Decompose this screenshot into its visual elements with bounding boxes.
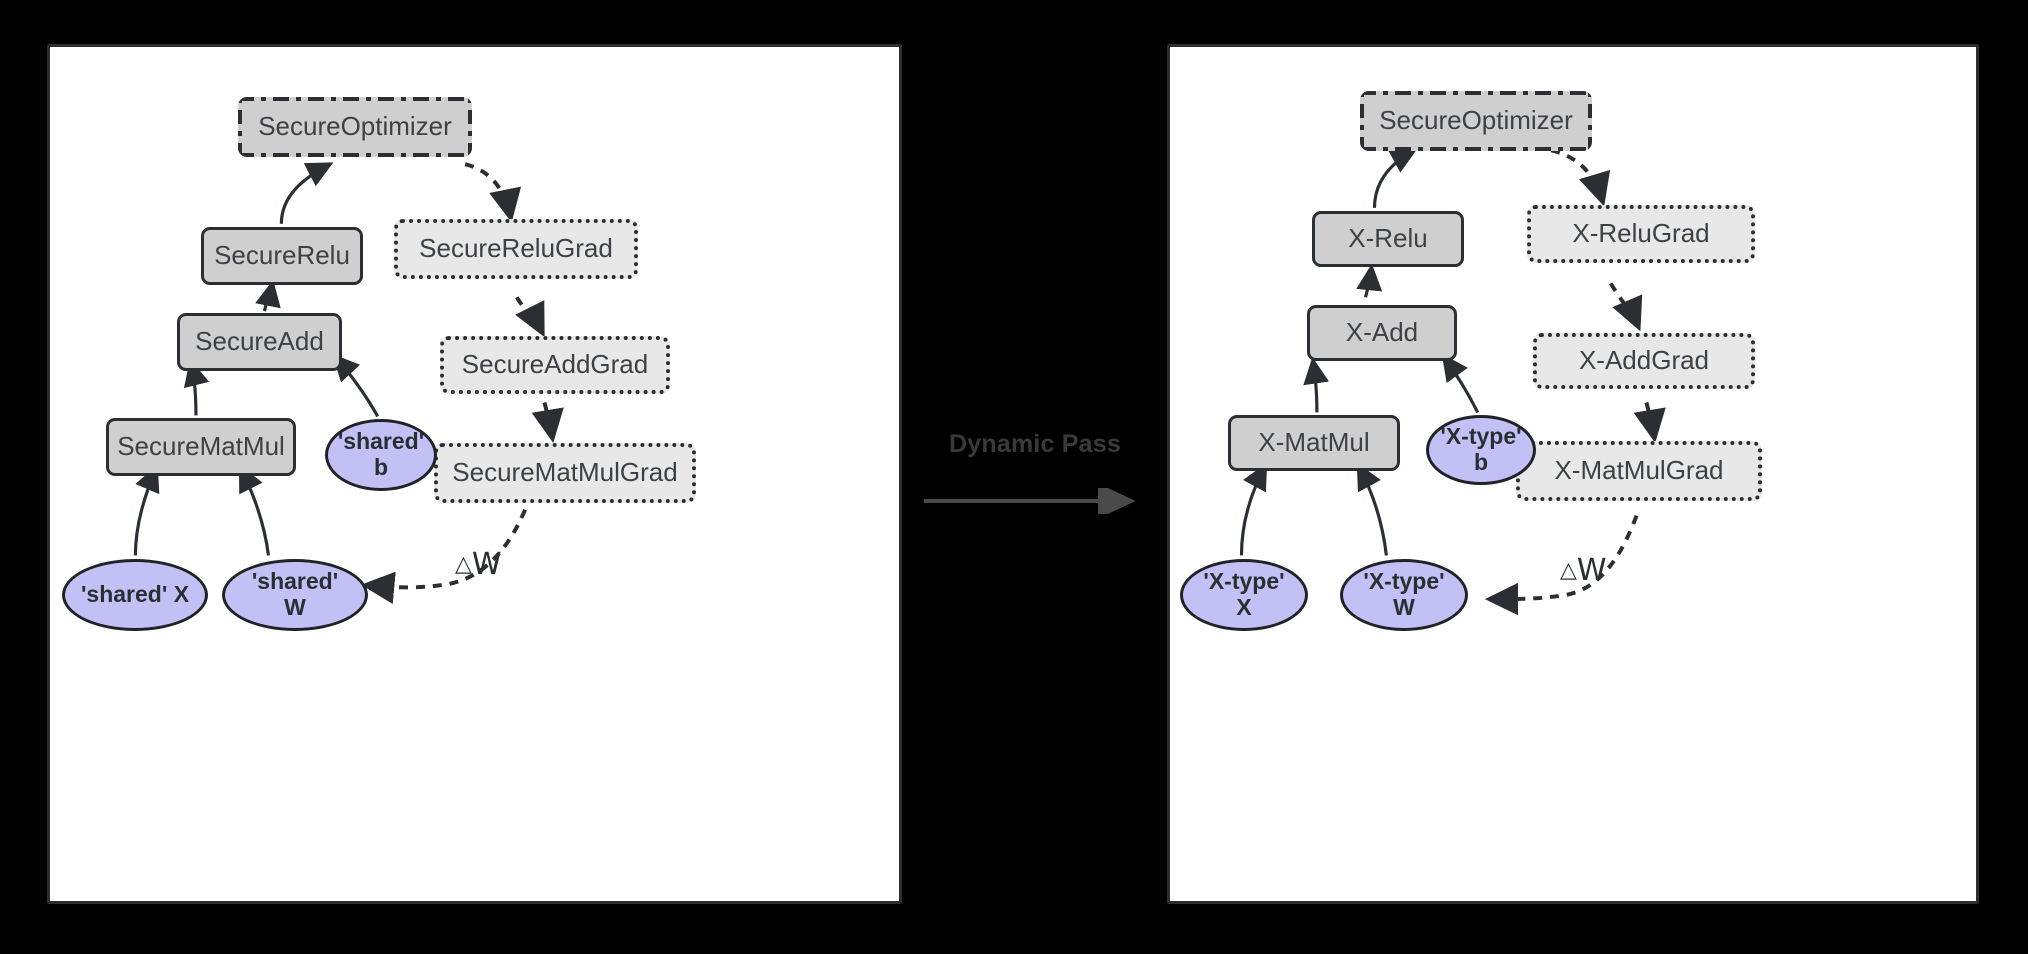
dynamic-pass-arrow-icon	[924, 488, 1136, 514]
node-label: SecureAddGrad	[461, 349, 649, 380]
edge-label-delta-w: △W	[1560, 553, 1607, 588]
node-add-grad[interactable]: X-AddGrad	[1533, 333, 1755, 389]
tensor-type-label: 'X-type'	[1440, 423, 1522, 450]
edge-relugrad-to-addgrad	[1609, 282, 1643, 332]
node-label: X-MatMulGrad	[1554, 455, 1724, 486]
delta-symbol: △	[1560, 558, 1577, 583]
tensor-name-label: b	[373, 454, 389, 480]
tensor-x[interactable]: 'X-type' X	[1180, 559, 1308, 631]
edge-w-to-matmul	[1356, 462, 1388, 556]
node-relu[interactable]: X-Relu	[1312, 211, 1464, 267]
node-optimizer[interactable]: SecureOptimizer	[1360, 91, 1592, 151]
edge-optimizer-to-relugrad	[1550, 148, 1611, 207]
node-matmul-grad[interactable]: SecureMatMulGrad	[434, 443, 696, 503]
dynamic-pass-label: Dynamic Pass	[949, 430, 1121, 458]
edge-w-to-matmul	[238, 464, 271, 556]
tensor-type-label: 'shared'	[251, 568, 339, 595]
node-label: SecureMatMulGrad	[452, 457, 678, 488]
edge-b-to-add	[332, 354, 380, 418]
tensor-type-label: 'X-type'	[1203, 568, 1285, 595]
tensor-b[interactable]: 'shared' b	[325, 419, 437, 491]
tensor-w[interactable]: 'shared' W	[222, 559, 368, 631]
tensor-type-label: 'X-type'	[1363, 568, 1445, 595]
node-label: SecureMatMul	[117, 431, 285, 462]
edge-add-to-relu	[255, 279, 281, 312]
node-matmul-grad[interactable]: X-MatMulGrad	[1516, 441, 1762, 501]
dynamic-pass-transition: Dynamic Pass	[902, 430, 1168, 550]
node-label: X-AddGrad	[1578, 345, 1710, 376]
node-add[interactable]: SecureAdd	[177, 313, 342, 371]
edge-add-to-relu	[1356, 263, 1383, 298]
tensor-type-label: 'shared' X	[80, 581, 190, 608]
node-add-grad[interactable]: SecureAddGrad	[440, 336, 670, 394]
tensor-b[interactable]: 'X-type' b	[1426, 415, 1536, 485]
node-label: SecureRelu	[214, 240, 350, 271]
edge-addgrad-to-matmulgrad	[531, 402, 564, 443]
node-label: X-Add	[1345, 317, 1419, 348]
node-matmul[interactable]: X-MatMul	[1228, 415, 1400, 471]
node-relu-grad[interactable]: X-ReluGrad	[1527, 205, 1755, 263]
edge-label-delta-w: △W	[455, 547, 502, 582]
node-label: X-ReluGrad	[1572, 218, 1710, 249]
node-label: SecureOptimizer	[258, 111, 452, 142]
edge-relu-to-optimizer	[279, 162, 334, 224]
edge-x-to-matmul	[1239, 462, 1268, 556]
node-label: SecureOptimizer	[1379, 105, 1573, 136]
delta-w-text: W	[1576, 553, 1607, 588]
node-label: X-Relu	[1348, 223, 1428, 254]
node-matmul[interactable]: SecureMatMul	[106, 418, 296, 476]
delta-w-text: W	[471, 547, 502, 582]
delta-symbol: △	[455, 552, 472, 577]
edge-optimizer-to-relugrad	[464, 162, 522, 223]
node-optimizer[interactable]: SecureOptimizer	[238, 97, 472, 157]
edge-b-to-add	[1441, 353, 1480, 414]
tensor-x[interactable]: 'shared' X	[62, 559, 208, 631]
edge-relu-to-optimizer	[1372, 148, 1418, 208]
tensor-w[interactable]: 'X-type' W	[1340, 559, 1468, 631]
edge-x-to-matmul	[133, 464, 160, 556]
node-label: SecureReluGrad	[419, 233, 613, 264]
node-label: SecureAdd	[195, 326, 324, 357]
edge-matmul-to-add	[1303, 357, 1330, 413]
edge-addgrad-to-matmulgrad	[1633, 402, 1666, 443]
dynamic-graph-panel: SecureOptimizer X-Relu X-Add X-MatMul X-…	[1167, 44, 1979, 904]
tensor-name-label: W	[1393, 594, 1415, 620]
node-label: X-MatMul	[1258, 427, 1370, 458]
static-graph-panel: SecureOptimizer SecureRelu SecureAdd Sec…	[47, 44, 902, 904]
tensor-name-label: W	[284, 594, 306, 620]
tensor-type-label: 'shared'	[337, 428, 425, 455]
node-relu[interactable]: SecureRelu	[201, 227, 363, 285]
tensor-name-label: X	[1236, 594, 1252, 620]
node-relu-grad[interactable]: SecureReluGrad	[394, 219, 638, 279]
edge-relugrad-to-addgrad	[515, 296, 545, 338]
node-add[interactable]: X-Add	[1307, 305, 1457, 361]
tensor-name-label: b	[1473, 449, 1489, 475]
